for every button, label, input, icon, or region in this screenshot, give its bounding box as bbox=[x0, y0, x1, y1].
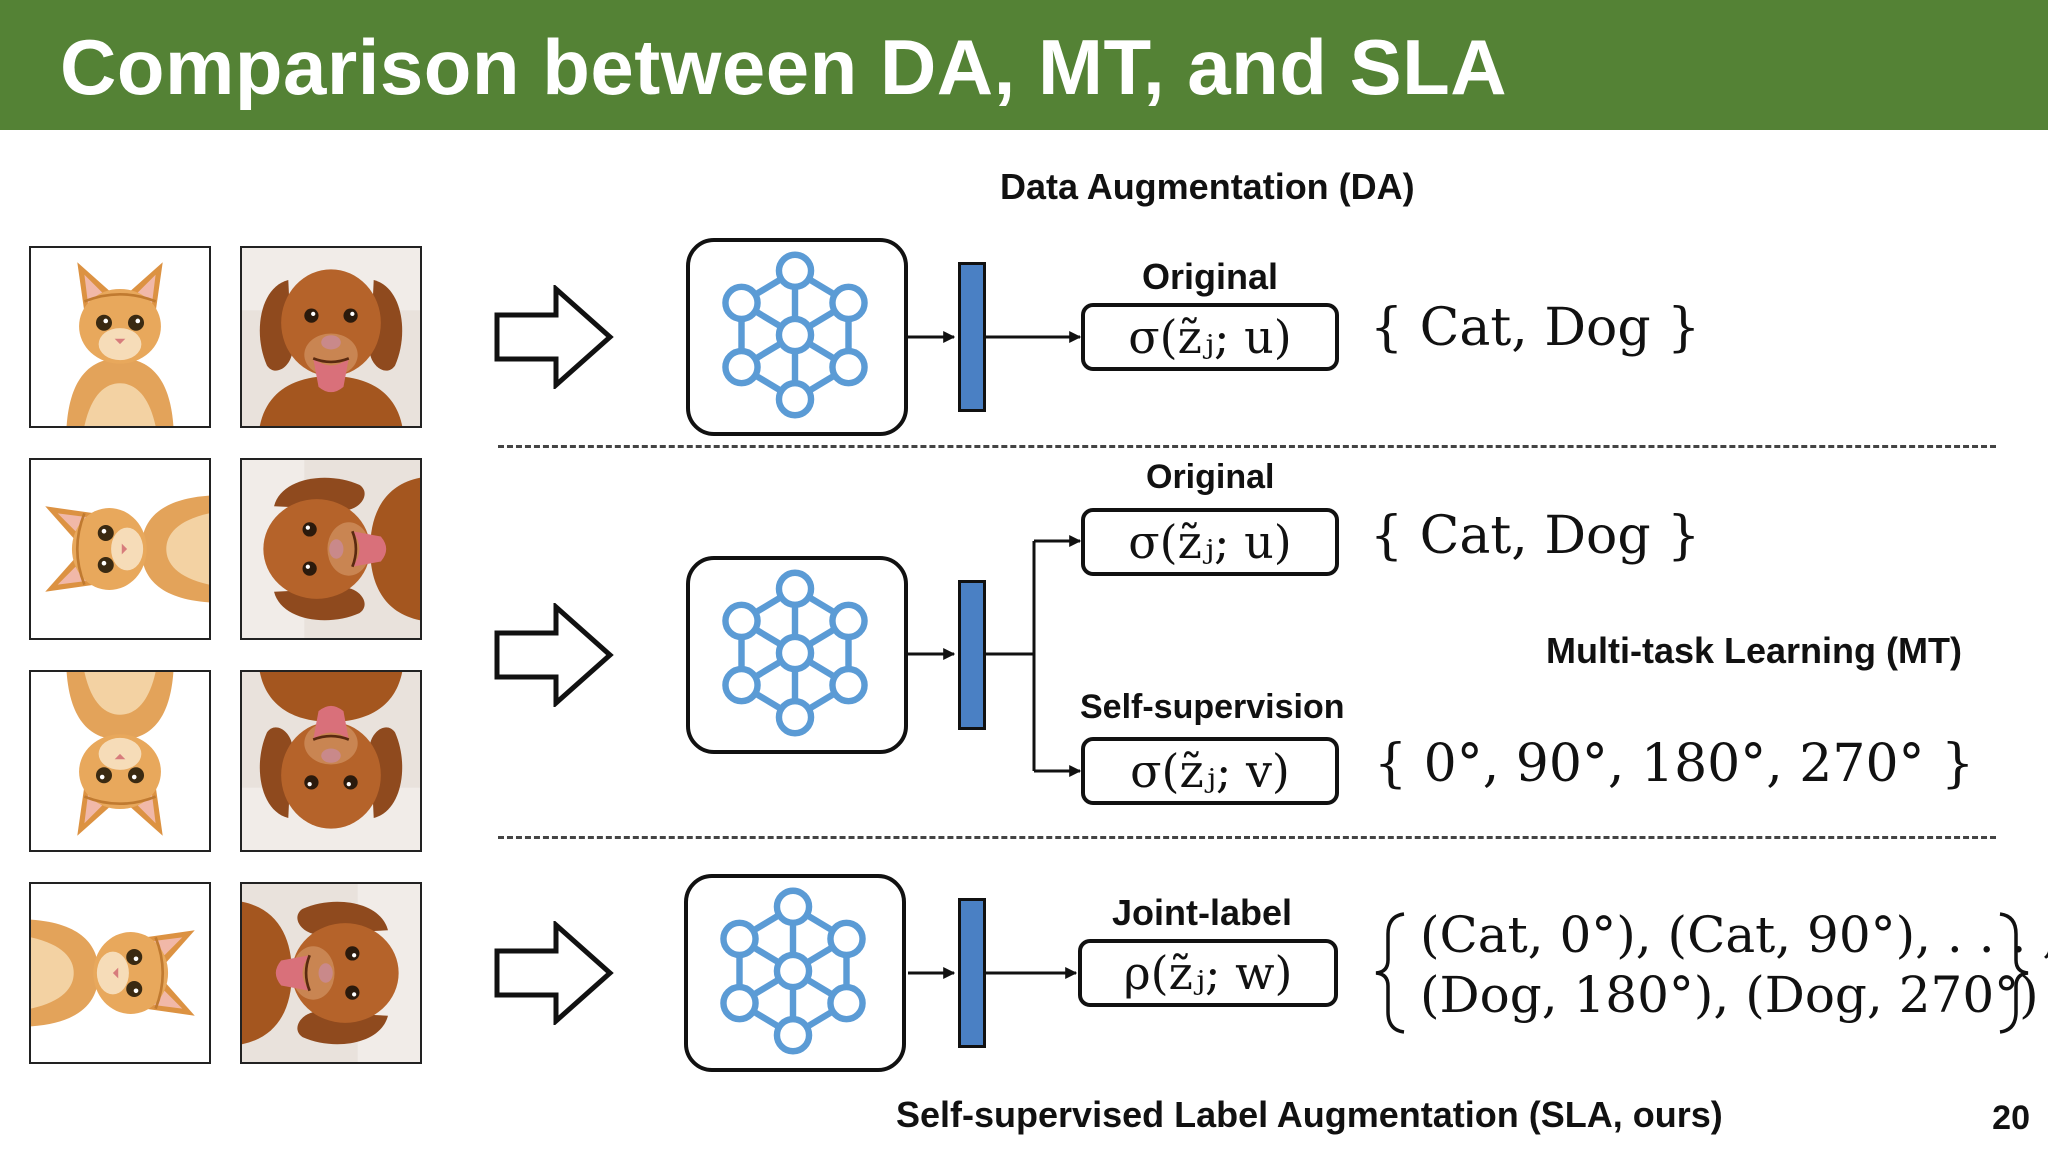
da-head-formula: σ(z̃ⱼ; u) bbox=[1128, 310, 1292, 364]
feature-vector bbox=[958, 580, 986, 730]
sla-head-formula: ρ(z̃ⱼ; w) bbox=[1123, 946, 1293, 1000]
feature-vector bbox=[958, 898, 986, 1048]
sla-label-set-line1: (Cat, 0°), (Cat, 90°), . . . , bbox=[1420, 906, 2048, 964]
right-arrow-icon bbox=[494, 603, 614, 707]
mt-self-supervision-head: σ(z̃ⱼ; v) bbox=[1081, 737, 1339, 805]
da-head-label: Original bbox=[1142, 256, 1279, 297]
right-arrow-icon bbox=[494, 921, 614, 1025]
cat-photo-0deg bbox=[29, 246, 211, 428]
left-brace-icon bbox=[1375, 912, 1405, 1034]
mt-original-label-set: { Cat, Dog } bbox=[1370, 506, 1701, 566]
da-label-set: { Cat, Dog } bbox=[1370, 298, 1701, 358]
neural-network-icon bbox=[684, 874, 906, 1072]
dog-photo-180deg bbox=[240, 670, 422, 852]
da-classifier-head: σ(z̃ⱼ; u) bbox=[1081, 303, 1339, 371]
cat-photo-270deg bbox=[29, 882, 211, 1064]
mt-head2-formula: σ(z̃ⱼ; v) bbox=[1130, 744, 1290, 798]
right-brace-icon bbox=[1999, 912, 2029, 1034]
section-divider bbox=[498, 445, 1996, 448]
sla-joint-head: ρ(z̃ⱼ; w) bbox=[1078, 939, 1338, 1007]
mt-head1-formula: σ(z̃ⱼ; u) bbox=[1128, 515, 1292, 569]
cat-photo-90deg bbox=[29, 458, 211, 640]
slide-title: Comparison between DA, MT, and SLA bbox=[60, 23, 1508, 111]
dog-photo-90deg bbox=[240, 458, 422, 640]
right-arrow-icon bbox=[494, 285, 614, 389]
mt-rotation-label-set: { 0°, 90°, 180°, 270° } bbox=[1374, 734, 1975, 794]
title-bar bbox=[0, 0, 2048, 130]
section-divider bbox=[498, 836, 1996, 839]
sla-heading: Self-supervised Label Augmentation (SLA,… bbox=[896, 1094, 1723, 1135]
dog-photo-270deg bbox=[240, 882, 422, 1064]
mt-head2-label: Self-supervision bbox=[1080, 688, 1345, 726]
mt-head1-label: Original bbox=[1146, 458, 1275, 496]
mt-original-head: σ(z̃ⱼ; u) bbox=[1081, 508, 1339, 576]
mt-heading: Multi-task Learning (MT) bbox=[1546, 630, 1962, 671]
da-heading: Data Augmentation (DA) bbox=[1000, 166, 1415, 207]
neural-network-icon bbox=[686, 556, 908, 754]
sla-head-label: Joint-label bbox=[1112, 892, 1293, 933]
neural-network-icon bbox=[686, 238, 908, 436]
dog-photo-0deg bbox=[240, 246, 422, 428]
page-number: 20 bbox=[1992, 1099, 2030, 1137]
sla-label-set-line2: (Dog, 180°), (Dog, 270°) bbox=[1420, 966, 2039, 1024]
cat-photo-180deg bbox=[29, 670, 211, 852]
feature-vector bbox=[958, 262, 986, 412]
